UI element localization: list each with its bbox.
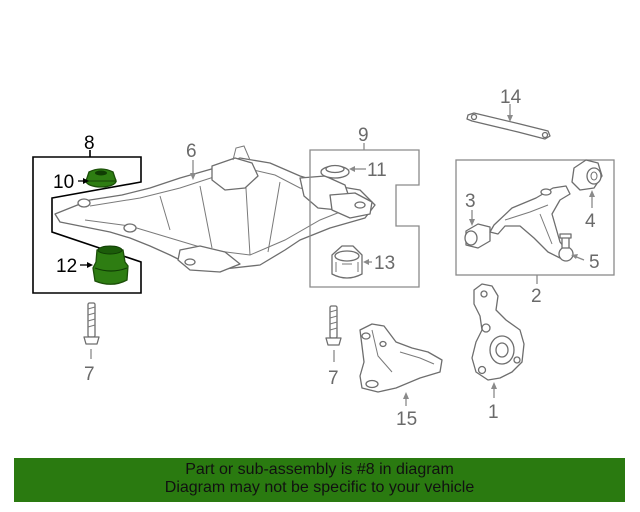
part-14-brace[interactable] [466, 112, 551, 140]
part-7-bolt-left[interactable] [83, 302, 100, 359]
part-15-bracket[interactable] [359, 323, 443, 393]
part-8-group[interactable] [32, 150, 142, 294]
part-2-group[interactable] [455, 159, 615, 276]
callout-14: 14 [500, 87, 522, 108]
callout-7-right: 7 [328, 368, 339, 389]
callout-9: 9 [358, 125, 369, 146]
part-11-washer[interactable] [320, 164, 350, 179]
callout-12: 12 [56, 256, 77, 277]
banner-line-2: Diagram may not be specific to your vehi… [164, 479, 475, 496]
part-3-bushing[interactable] [464, 223, 491, 249]
part-5-ball-joint[interactable] [558, 233, 574, 262]
part-13-bushing[interactable] [331, 245, 363, 279]
callout-3: 3 [465, 191, 476, 212]
callout-1: 1 [488, 402, 499, 423]
part-4-bushing[interactable] [571, 159, 603, 191]
callout-4: 4 [585, 211, 596, 232]
part-7-bolt-right[interactable] [325, 305, 342, 362]
part-12-lower-insulator[interactable] [92, 245, 129, 285]
part-9-group[interactable] [309, 143, 420, 288]
callout-6: 6 [186, 141, 197, 162]
part-1-knuckle[interactable] [471, 283, 525, 381]
info-banner: Part or sub-assembly is #8 in diagram Di… [14, 458, 625, 502]
callout-2: 2 [531, 286, 542, 307]
callout-5: 5 [589, 252, 600, 273]
leader-lines [78, 104, 595, 406]
part-6-subframe[interactable] [54, 145, 376, 273]
callout-7-left: 7 [84, 364, 95, 385]
callout-11: 11 [367, 160, 387, 181]
part-10-upper-insulator[interactable] [85, 168, 117, 188]
part-control-arm[interactable] [489, 185, 571, 259]
callout-15: 15 [396, 409, 417, 430]
callout-10: 10 [53, 172, 74, 193]
banner-line-1: Part or sub-assembly is #8 in diagram [185, 461, 454, 478]
callout-8: 8 [84, 133, 95, 154]
callout-13: 13 [374, 253, 395, 274]
